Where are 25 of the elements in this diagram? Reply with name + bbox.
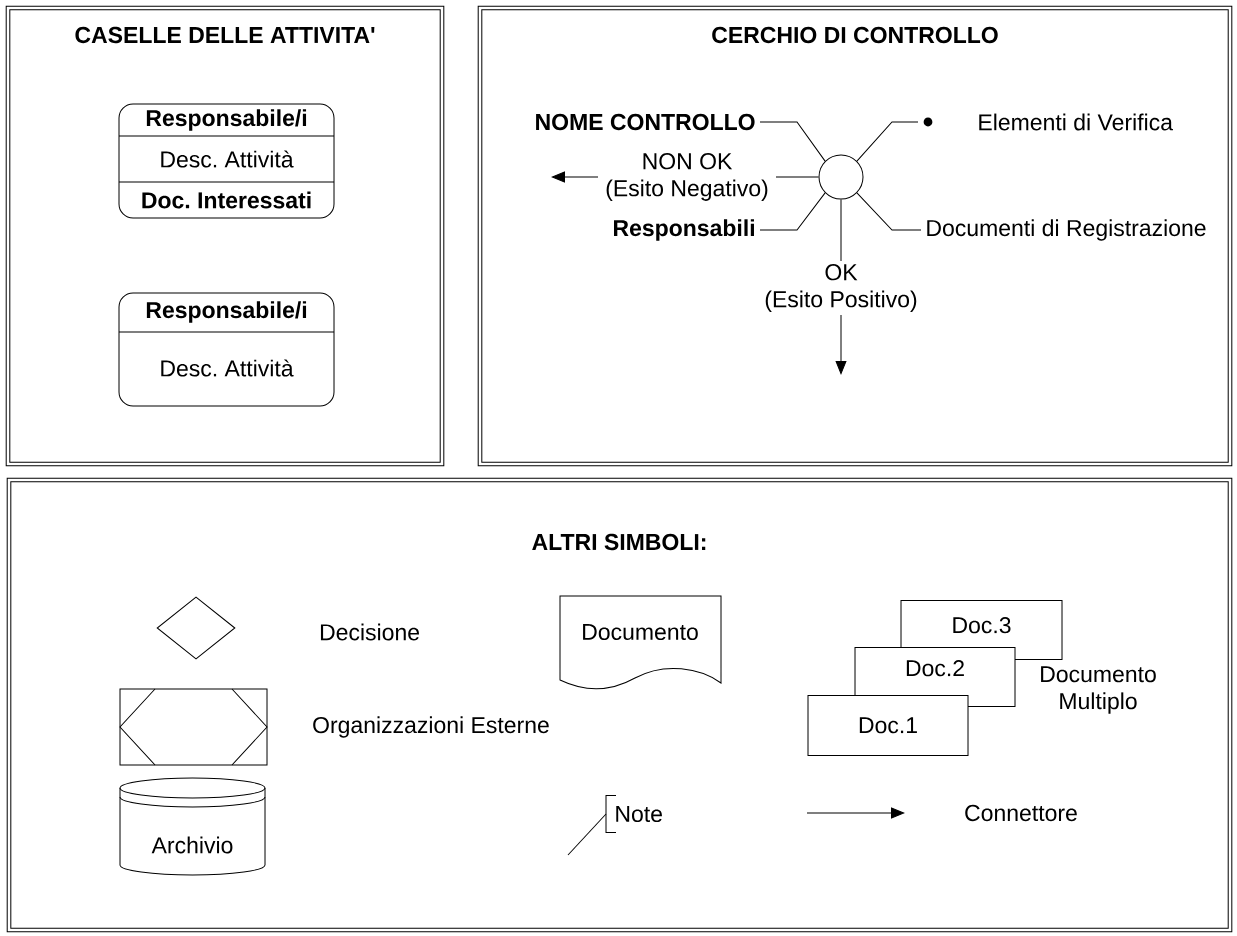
edge-label: OK (Esito Positivo)	[752, 261, 930, 315]
symbol-label: Organizzazioni Esterne	[313, 716, 549, 738]
text-label: Elementi di Verifica	[979, 113, 1173, 131]
activity-box: Responsabile/i Desc. Attività	[118, 292, 335, 407]
leader-line	[856, 121, 919, 162]
symbol-label: Connettore	[965, 804, 1077, 822]
text-label: Documenti di Registrazione	[927, 219, 1206, 241]
activity-box: Responsabile/i Desc. Attività Doc. Interessati	[118, 103, 335, 219]
leader-line	[759, 192, 826, 231]
panel-title: ALTRI SIMBOLI:	[532, 533, 706, 551]
symbol-label: Documento Multiplo	[1041, 666, 1156, 714]
document-sheet: Doc.1	[807, 695, 969, 756]
leader-line	[856, 192, 922, 231]
symbol-label: Decisione	[320, 623, 419, 641]
panel-title: CERCHIO DI CONTROLLO	[712, 26, 998, 44]
panel-title: CASELLE DELLE ATTIVITA'	[75, 26, 375, 44]
control-circle	[818, 154, 864, 200]
edge-label: NON OK (Esito Negativo)	[598, 150, 776, 204]
text-label: Responsabili	[614, 219, 754, 241]
note-bracket: Note	[605, 795, 662, 833]
leader-line	[567, 813, 607, 856]
text-label: NOME CONTROLLO	[536, 113, 755, 131]
archive-cylinder: Archivio	[119, 777, 266, 876]
leader-line	[759, 121, 826, 162]
node-label: Archivio	[151, 836, 233, 854]
